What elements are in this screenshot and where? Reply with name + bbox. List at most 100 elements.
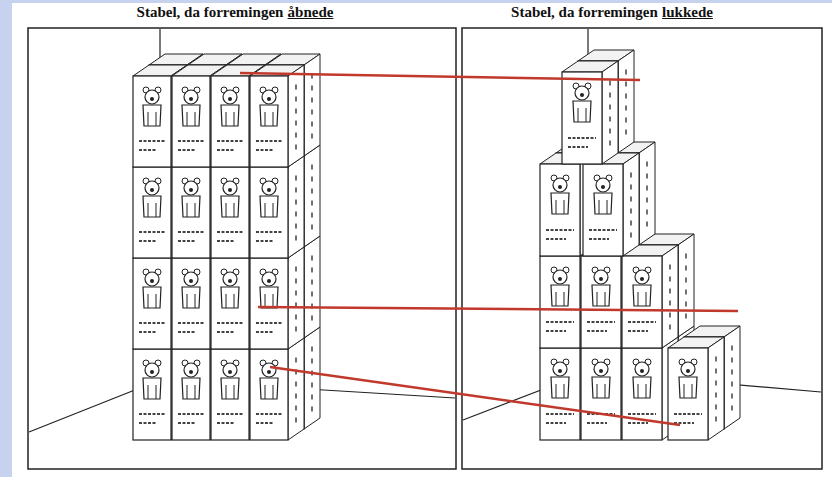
bear-nose xyxy=(228,97,232,101)
carton-side-print xyxy=(685,302,686,307)
carton-print xyxy=(587,330,607,332)
carton-side-print xyxy=(311,201,312,206)
bear-legs xyxy=(187,385,195,399)
bear-head xyxy=(553,362,567,376)
bear-head xyxy=(262,272,276,286)
bear-nose xyxy=(228,279,232,283)
carton-side-print xyxy=(625,118,626,123)
bear-body xyxy=(143,287,161,308)
carton-side-print xyxy=(685,254,686,259)
carton-side xyxy=(304,236,320,338)
carton-side-print xyxy=(295,200,296,205)
carton-side-print xyxy=(295,394,296,399)
carton-front xyxy=(250,76,288,167)
carton-side-print xyxy=(669,301,670,306)
carton-print xyxy=(546,321,574,323)
bear-head xyxy=(553,270,567,284)
bear-nose xyxy=(558,369,562,373)
bear-head xyxy=(145,181,159,195)
carton-side-print xyxy=(295,121,296,126)
milk-carton xyxy=(250,156,304,258)
carton-print xyxy=(139,149,157,151)
carton-front xyxy=(668,348,708,440)
carton-front xyxy=(250,167,288,258)
carton-side xyxy=(724,326,740,429)
carton-print xyxy=(587,422,607,424)
carton-print xyxy=(256,422,274,424)
panel-title: Stabel, da forremingenlukkede xyxy=(511,4,713,21)
carton-front xyxy=(622,348,662,440)
carton-front xyxy=(583,164,623,256)
bear-legs xyxy=(265,385,273,399)
bear-nose xyxy=(189,279,193,283)
carton-side xyxy=(708,337,724,440)
carton-side-print xyxy=(609,117,610,122)
carton-side-print xyxy=(295,327,296,332)
bear-body xyxy=(633,285,651,306)
carton-side xyxy=(304,145,320,247)
carton-print xyxy=(217,322,243,324)
carton-front xyxy=(133,167,171,258)
carton-side-print xyxy=(685,266,686,271)
bear-body xyxy=(551,193,569,214)
bear-head xyxy=(262,90,276,104)
carton-side-print xyxy=(609,93,610,98)
carton-side-print xyxy=(311,407,312,412)
carton-front xyxy=(581,256,621,348)
carton-side xyxy=(288,247,304,349)
carton-side-print xyxy=(311,383,312,388)
carton-side xyxy=(288,65,304,167)
bear-nose xyxy=(150,370,154,374)
bear-head xyxy=(596,178,610,192)
carton-front xyxy=(211,258,249,349)
bear-head xyxy=(184,363,198,377)
carton-print xyxy=(589,229,617,231)
carton-side-print xyxy=(625,70,626,75)
carton-front xyxy=(540,348,580,440)
bear-legs xyxy=(265,112,273,126)
carton-side-print xyxy=(311,98,312,103)
carton-side-print xyxy=(311,292,312,297)
carton-side-print xyxy=(669,313,670,318)
carton-front xyxy=(172,258,210,349)
carton-side-print xyxy=(625,130,626,135)
bear-legs xyxy=(599,200,607,214)
carton-print xyxy=(256,413,282,415)
carton-front xyxy=(211,167,249,258)
bear-body xyxy=(182,287,200,308)
carton-side-print xyxy=(295,279,296,284)
bear-legs xyxy=(265,203,273,217)
bear-nose xyxy=(189,188,193,192)
carton-side-print xyxy=(295,291,296,296)
carton-front xyxy=(540,256,580,348)
milk-carton xyxy=(622,245,678,348)
carton-side-print xyxy=(311,189,312,194)
carton-print xyxy=(217,240,235,242)
carton-print xyxy=(568,146,588,148)
bear-legs xyxy=(148,385,156,399)
carton-print xyxy=(674,413,702,415)
carton-side xyxy=(623,153,639,256)
title-text: åbnede xyxy=(288,4,334,21)
carton-side-print xyxy=(630,221,631,226)
carton-side-print xyxy=(625,106,626,111)
carton-side-print xyxy=(311,86,312,91)
carton-print xyxy=(256,140,282,142)
bear-nose xyxy=(599,369,603,373)
bear-head xyxy=(635,362,649,376)
bear-body xyxy=(143,196,161,217)
bear-legs xyxy=(226,294,234,308)
bear-nose xyxy=(640,369,644,373)
bear-body xyxy=(221,378,239,399)
bear-head xyxy=(553,178,567,192)
carton-print xyxy=(139,422,157,424)
carton-side-print xyxy=(311,122,312,127)
carton-print xyxy=(139,240,157,242)
carton-side-print xyxy=(295,133,296,138)
bear-head xyxy=(145,272,159,286)
carton-front xyxy=(211,76,249,167)
carton-side-print xyxy=(715,405,716,410)
carton-side-print xyxy=(295,358,296,363)
bear-body xyxy=(182,378,200,399)
